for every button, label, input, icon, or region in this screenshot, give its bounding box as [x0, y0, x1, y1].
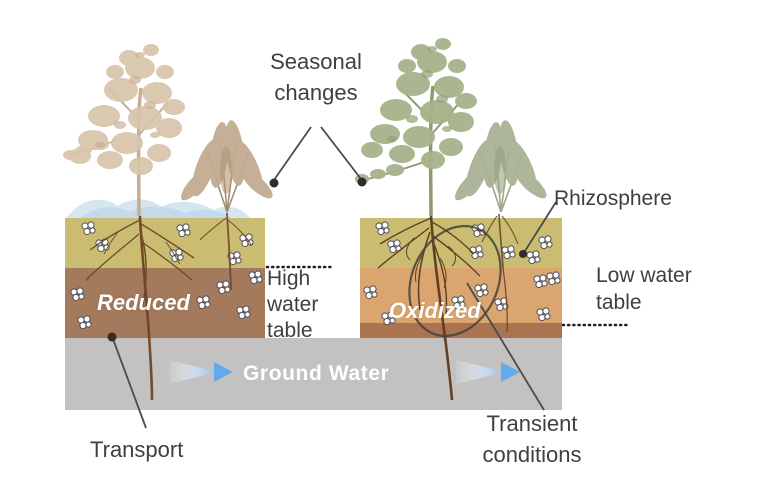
- leader-lines: [112, 126, 557, 429]
- left-soil-block: [65, 218, 265, 338]
- green-tree-icon: [355, 38, 477, 217]
- left-shrub-roots: [199, 212, 253, 291]
- green-shrub-icon: [455, 120, 547, 213]
- low-water-table-label: Low water table: [596, 264, 692, 315]
- seasonal-changes-label: Seasonal changes: [270, 49, 362, 106]
- oxidized-zone-label: Oxidized: [389, 298, 481, 323]
- right-tree-roots: [377, 214, 481, 401]
- reduced-zone-label: Reduced: [97, 290, 190, 315]
- flow-arrow-left-icon: [169, 360, 233, 384]
- ground-water-label: Ground Water: [243, 362, 390, 385]
- transport-label: Transport: [90, 437, 184, 462]
- dormant-tree-icon: [63, 44, 185, 217]
- rhizosphere-label: Rhizosphere: [554, 187, 672, 210]
- dormant-shrub-icon: [181, 120, 273, 213]
- high-water-table-label: High water table: [267, 267, 319, 343]
- left-tree-roots: [85, 215, 195, 401]
- surface-water-icon: [66, 199, 250, 218]
- leader-dots: [107, 177, 527, 342]
- right-shrub-roots: [481, 213, 519, 333]
- flow-arrow-right-icon: [456, 360, 520, 384]
- transient-zone-ellipse: [408, 224, 502, 338]
- transient-conditions-label: Transient conditions: [482, 411, 582, 468]
